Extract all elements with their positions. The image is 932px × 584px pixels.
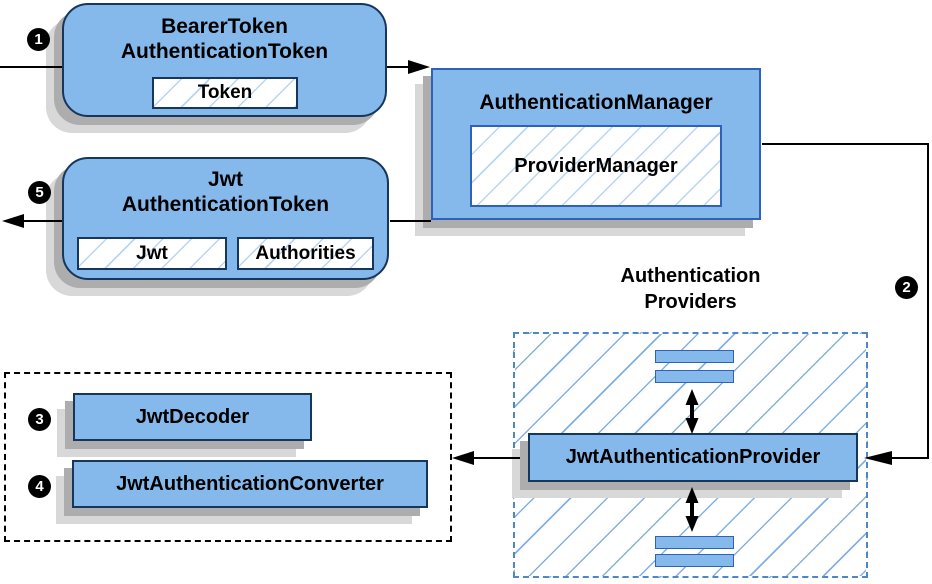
node-jwt-authentication-converter: JwtAuthenticationConverter [72,460,428,508]
field-authorities: Authorities [237,237,374,270]
authentication-providers-label: Authentication Providers [513,263,868,315]
node-jwt-authentication-token: Jwt AuthenticationToken Jwt Authorities [62,157,389,280]
node-title-line1: BearerToken [161,15,288,38]
provider-placeholder-bar [655,350,734,363]
step-badge-2: 2 [895,276,918,299]
arrow-provider-to-converterbox [452,451,520,465]
step-badge-3: 3 [28,408,51,431]
field-jwt: Jwt [77,237,227,270]
provider-placeholder-bar [655,554,734,567]
field-provider-manager: ProviderManager [470,125,722,207]
step-badge-5: 5 [28,181,51,204]
decoder-converter-group [4,372,452,542]
node-title: AuthenticationManager [479,91,713,114]
node-title-line2: AuthenticationToken [120,40,329,63]
provider-placeholder-bar [655,370,734,383]
node-jwt-decoder: JwtDecoder [73,393,312,441]
field-token: Token [152,77,298,109]
node-bearertoken-authenticationtoken: BearerToken AuthenticationToken Token [62,3,387,117]
arrow-jwttoken-outgoing [2,214,62,228]
step-badge-1: 1 [27,28,50,51]
node-title-line1: Jwt [207,168,243,191]
providers-label-line2: Providers [644,291,737,313]
node-title: Jwt AuthenticationToken [64,167,387,217]
arrow-bearer-to-manager [387,60,430,74]
node-title-line2: AuthenticationToken [121,193,330,216]
provider-placeholder-bar [655,536,734,549]
providers-label-line1: Authentication [620,265,761,287]
node-title: BearerToken AuthenticationToken [64,14,385,64]
node-jwt-authentication-provider: JwtAuthenticationProvider [528,433,858,482]
step-badge-4: 4 [28,475,51,498]
node-authentication-manager: AuthenticationManager ProviderManager [431,68,761,220]
